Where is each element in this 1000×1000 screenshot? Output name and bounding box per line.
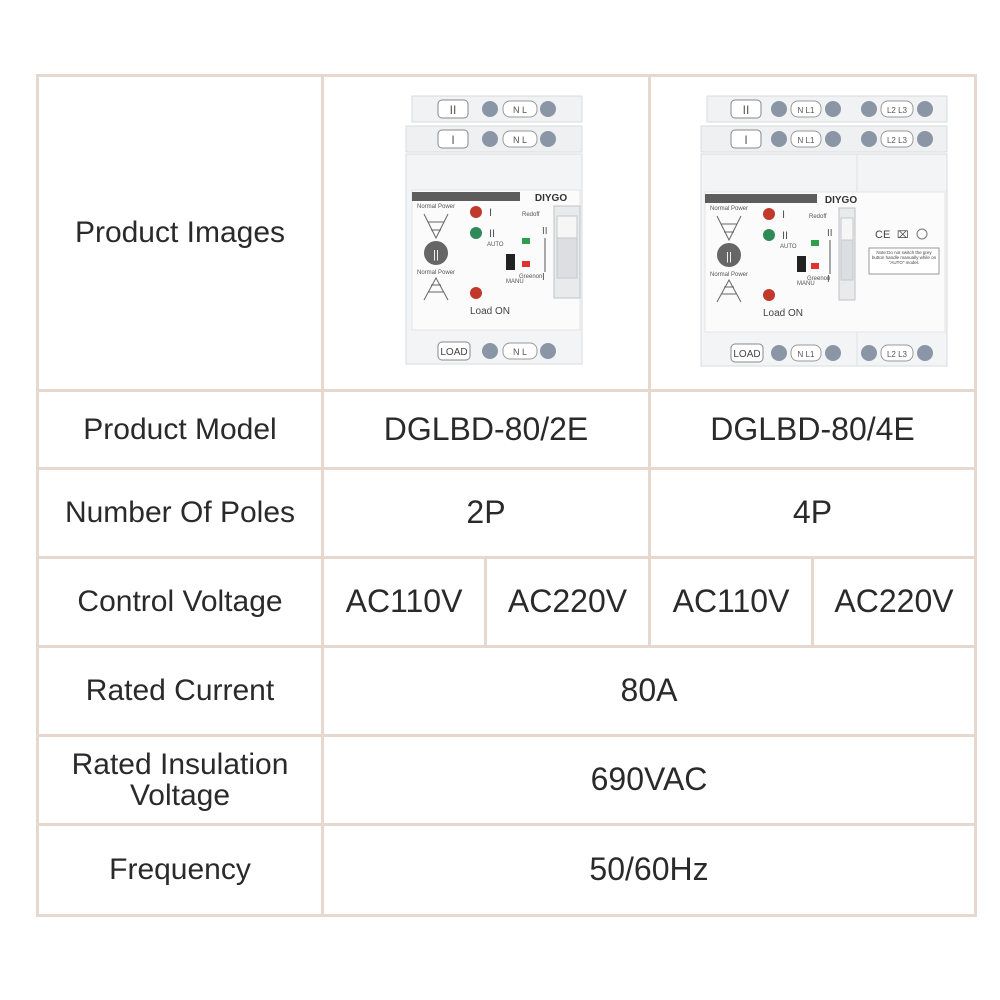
svg-text:Redoff: Redoff [809, 214, 827, 220]
svg-text:I: I [542, 272, 545, 283]
label-number-of-poles: Number Of Poles [36, 467, 324, 559]
frequency-value: 50/60Hz [321, 823, 977, 917]
label-rated-current: Rated Current [36, 645, 324, 737]
image-cell-2p: II N L I N L DIYGO Normal Power |⁠| Norm… [321, 74, 651, 392]
svg-text:I: I [782, 209, 785, 221]
svg-text:Redoff: Redoff [522, 212, 540, 218]
poles-2p: 2P [321, 467, 651, 559]
svg-text:AUTO: AUTO [780, 244, 797, 250]
svg-text:|⁠|: |⁠| [726, 251, 732, 263]
svg-text:L2 L3: L2 L3 [886, 350, 907, 359]
row-rated-insulation-voltage: Rated Insulation Voltage 690VAC [36, 734, 977, 826]
row-product-model: Product Model DGLBD-80/2E DGLBD-80/4E [36, 389, 977, 470]
control-voltage-4p-ac110: AC110V [648, 556, 814, 648]
svg-text:N L1: N L1 [797, 350, 814, 359]
svg-text:Greenon: Greenon [519, 274, 542, 280]
row-number-of-poles: Number Of Poles 2P 4P [36, 467, 977, 559]
label-rated-insulation-voltage: Rated Insulation Voltage [36, 734, 324, 826]
model-4p: DGLBD-80/4E [648, 389, 977, 470]
svg-text:Load ON: Load ON [762, 308, 802, 319]
label-control-voltage: Control Voltage [36, 556, 324, 648]
svg-text:⌧: ⌧ [897, 230, 909, 241]
rated-insulation-voltage-value: 690VAC [321, 734, 977, 826]
svg-text:II: II [489, 228, 495, 240]
label-frequency: Frequency [36, 823, 324, 917]
svg-text:II: II [782, 230, 788, 242]
product-image-2p: II N L I N L DIYGO Normal Power |⁠| Norm… [405, 95, 583, 365]
svg-text:I: I [489, 207, 492, 219]
model-2p: DGLBD-80/2E [321, 389, 651, 470]
svg-text:LOAD: LOAD [440, 347, 467, 358]
row-control-voltage: Control Voltage AC110V AC220V AC110V AC2… [36, 556, 977, 648]
svg-text:DIYGO: DIYGO [535, 193, 567, 204]
svg-text:MANU: MANU [506, 279, 524, 285]
row-rated-current: Rated Current 80A [36, 645, 977, 737]
svg-text:N L: N L [513, 347, 527, 357]
svg-text:MANU: MANU [797, 281, 815, 287]
svg-text:Load ON: Load ON [470, 306, 510, 317]
svg-text:LOAD: LOAD [733, 349, 760, 360]
svg-text:CE: CE [875, 229, 890, 241]
svg-text:Greenon: Greenon [807, 276, 830, 282]
svg-text:Normal Power: Normal Power [417, 204, 455, 210]
svg-text:Normal Power: Normal Power [417, 270, 455, 276]
label-product-model: Product Model [36, 389, 324, 470]
svg-text:L2 L3: L2 L3 [886, 106, 907, 115]
row-frequency: Frequency 50/60Hz [36, 823, 977, 917]
svg-text:Normal Power: Normal Power [709, 272, 747, 278]
control-voltage-2p-ac220: AC220V [484, 556, 651, 648]
svg-text:L2 L3: L2 L3 [886, 136, 907, 145]
image-cell-4p: II N L1 L2 L3 I N L1 L2 L3 [648, 74, 977, 392]
svg-text:II: II [827, 228, 833, 239]
svg-text:II: II [742, 103, 749, 117]
svg-text:DIYGO: DIYGO [824, 195, 856, 206]
svg-text:N L1: N L1 [797, 106, 814, 115]
svg-text:II: II [450, 103, 457, 117]
svg-text:N L: N L [513, 105, 527, 115]
svg-text:AUTO: AUTO [487, 242, 504, 248]
svg-text:I: I [827, 274, 830, 285]
svg-text:N L1: N L1 [797, 136, 814, 145]
control-voltage-2p-ac110: AC110V [321, 556, 487, 648]
svg-text:Normal Power: Normal Power [709, 206, 747, 212]
product-image-4p: II N L1 L2 L3 I N L1 L2 L3 [700, 95, 947, 367]
svg-text:|⁠|: |⁠| [433, 249, 439, 261]
svg-text:II: II [542, 226, 548, 237]
svg-text:I: I [744, 133, 747, 147]
control-voltage-4p-ac220: AC220V [811, 556, 977, 648]
rated-current-value: 80A [321, 645, 977, 737]
label-product-images: Product Images [36, 74, 324, 392]
note-text: Note:Do not switch the grey button handl… [871, 250, 936, 266]
svg-text:N L: N L [513, 135, 527, 145]
poles-4p: 4P [648, 467, 977, 559]
spec-table: Product Images II N L I N L DIYGO Normal [36, 74, 977, 917]
row-product-images: Product Images II N L I N L DIYGO Normal [36, 74, 977, 392]
svg-text:I: I [451, 133, 454, 147]
